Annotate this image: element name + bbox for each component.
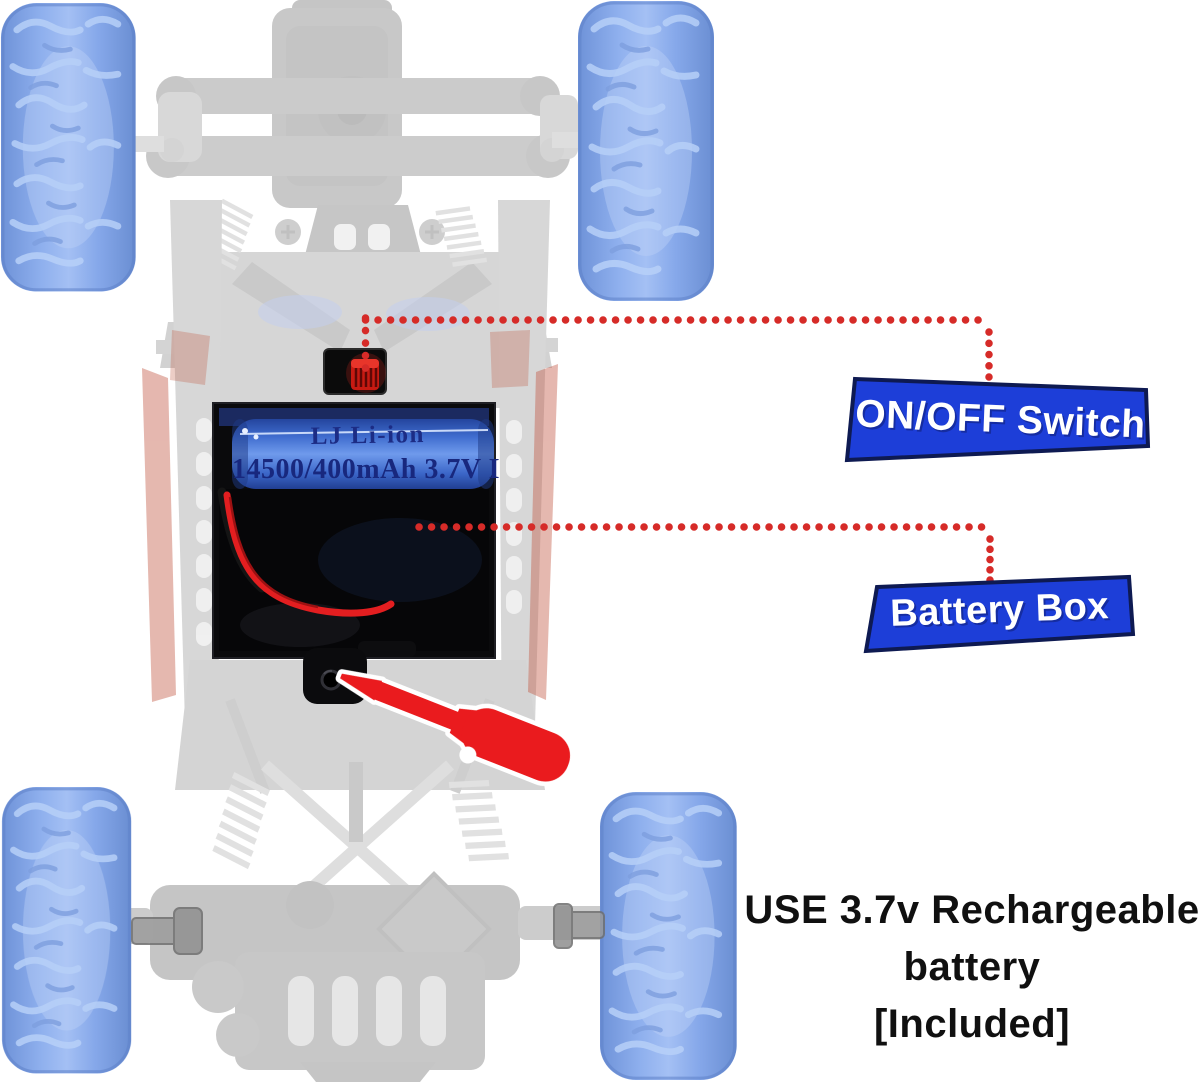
battery-banner-label: Battery Box (890, 585, 1110, 635)
battery-note: USE 3.7v Rechargeable battery [Included] (742, 882, 1200, 1053)
battery-box: LJ Li-ion 14500/400mAh 3.7V I (212, 402, 500, 704)
battery-note-line2: battery (903, 945, 1041, 989)
red-wire (223, 491, 395, 617)
battery-brand-text: LJ Li-ion (311, 421, 426, 450)
battery-cell: LJ Li-ion 14500/400mAh 3.7V I (232, 419, 500, 489)
leader-line-battery (415, 523, 994, 584)
screwdriver-icon (335, 669, 575, 787)
onoff-banner: ON/OFF Switch ON/OFF Switch (844, 376, 1151, 463)
battery-note-line1: USE 3.7v Rechargeable (744, 888, 1200, 932)
axle-stubs (131, 903, 605, 955)
battery-spec-text: 14500/400mAh 3.7V I (232, 454, 500, 485)
red-chassis-tint (142, 330, 558, 702)
tire-rear-right (600, 792, 737, 1080)
power-switch (323, 348, 387, 395)
power-switch-icon (351, 359, 379, 390)
red-wire-shade (228, 496, 319, 609)
tire-front-left (1, 3, 136, 292)
battery-box-banner: Battery Box Battery Box (863, 574, 1136, 654)
leader-line-switch (361, 314, 993, 381)
tire-rear-left (2, 787, 131, 1074)
tire-front-right (578, 1, 714, 301)
battery-banner-shadow: Battery Box (892, 587, 1112, 637)
battery-note-line3: [Included] (873, 1002, 1071, 1046)
